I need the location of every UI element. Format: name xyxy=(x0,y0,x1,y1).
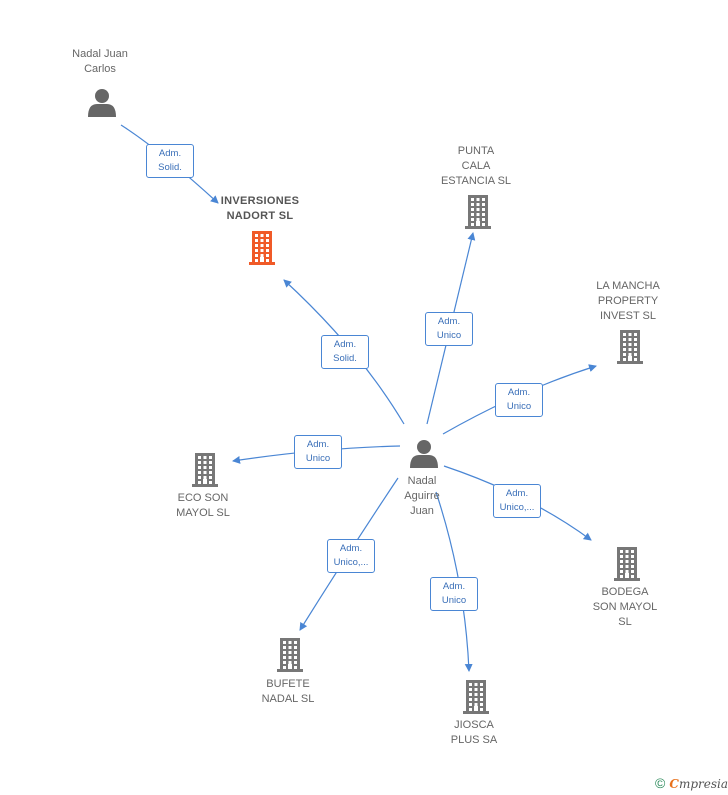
building-icon[interactable] xyxy=(617,330,643,364)
edge-label[interactable]: Adm. Unico xyxy=(425,312,473,346)
node-label-nadal-juan-carlos[interactable]: Nadal Juan Carlos xyxy=(72,48,128,75)
node-label-bufete[interactable]: BUFETE NADAL SL xyxy=(261,678,315,705)
node-label-bodega[interactable]: BODEGA SON MAYOL SL xyxy=(592,585,658,628)
node-label-eco-son[interactable]: ECO SON MAYOL SL xyxy=(176,492,230,519)
node-label-nadal-aguirre[interactable]: Nadal Aguirre Juan xyxy=(404,474,440,517)
building-icon[interactable] xyxy=(465,195,491,229)
edge-label[interactable]: Adm. Unico xyxy=(495,383,543,417)
person-icon[interactable] xyxy=(88,89,116,117)
brand-logo: Cmpresia xyxy=(669,777,728,791)
nodes-layer xyxy=(88,89,643,714)
building-icon[interactable] xyxy=(614,547,640,581)
node-label-punta-cala[interactable]: PUNTA CALA ESTANCIA SL xyxy=(440,144,512,187)
building-icon[interactable] xyxy=(277,638,303,672)
edge-label[interactable]: Adm. Unico,... xyxy=(327,539,375,573)
footer-brand[interactable]: ©Cmpresia xyxy=(655,775,728,791)
building-icon[interactable] xyxy=(192,453,218,487)
edge-label[interactable]: Adm. Unico,... xyxy=(493,484,541,518)
node-label-inversiones[interactable]: INVERSIONES NADORT SL xyxy=(220,195,300,222)
edge-label[interactable]: Adm. Unico xyxy=(430,577,478,611)
edge-label[interactable]: Adm. Solid. xyxy=(321,335,369,369)
building-icon[interactable] xyxy=(463,680,489,714)
building-icon[interactable] xyxy=(249,231,275,265)
node-label-jiosca[interactable]: JIOSCA PLUS SA xyxy=(450,719,498,746)
edge-label[interactable]: Adm. Solid. xyxy=(146,144,194,178)
copyright-symbol: © xyxy=(655,775,666,791)
node-label-la-mancha[interactable]: LA MANCHA PROPERTY INVEST SL xyxy=(596,279,660,322)
person-icon[interactable] xyxy=(410,440,438,468)
edge-label[interactable]: Adm. Unico xyxy=(294,435,342,469)
